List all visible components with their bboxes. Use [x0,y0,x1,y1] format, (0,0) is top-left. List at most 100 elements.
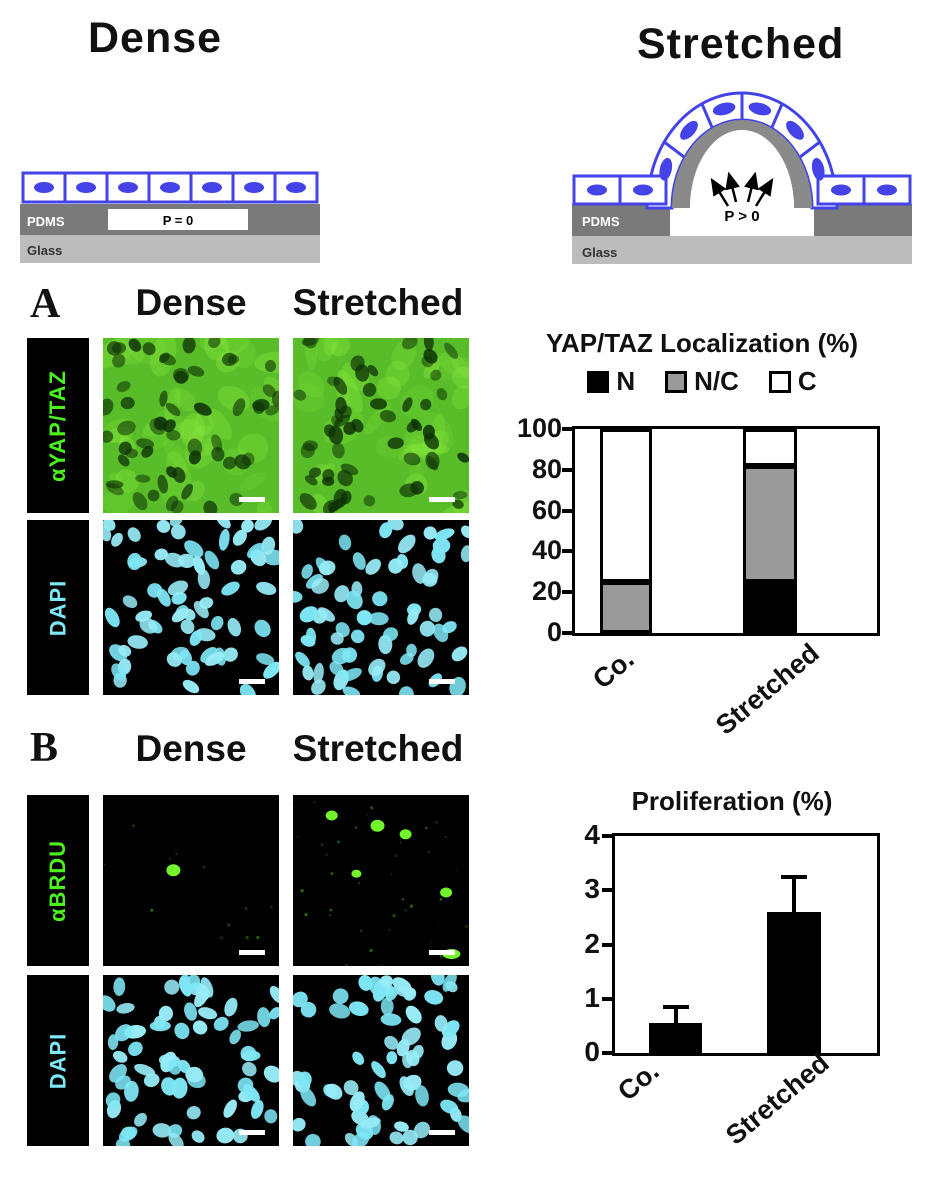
micrograph-dapi-b-dense [103,975,279,1146]
legend-swatch-C [768,370,791,393]
stacked-segment-C-Co. [600,429,652,582]
scale-bar [429,497,455,502]
micrograph-brdu-dense [103,795,279,966]
bar-Stretched [767,911,821,1053]
scale-bar [429,950,455,955]
row-label-bar-yaptaz: αYAP/TAZ [27,338,89,513]
panel-a-header-dense: Dense [135,282,247,323]
row-label-bar-brdu: αBRDU [27,795,89,966]
y-axis-label: 4 [584,819,600,850]
micrograph-dapi-a-stretched [293,520,469,695]
panel-a-letter: A [30,281,61,327]
micrograph-dapi-b-stretched [293,975,469,1146]
x-category-label-Co.: Co. [587,643,640,695]
y-axis-label: 80 [531,453,562,484]
y-axis-tick [562,590,572,595]
y-axis-tick [562,549,572,554]
scale-bar [239,1130,265,1135]
glass-label: Glass [582,245,617,260]
legend-item-C: C [768,366,817,397]
texture-svg [103,795,279,966]
row-label-dapi-b: DAPI [45,1032,70,1089]
y-axis-tick [562,631,572,635]
x-category-label-Stretched: Stretched [720,1047,835,1151]
y-axis-tick [602,834,612,838]
pressure-positive-label: P > 0 [724,208,759,225]
legend-swatch-N [587,370,610,393]
proliferation-chart-title: Proliferation (%) [631,786,833,816]
glass-label: Glass [27,243,62,258]
legend-swatch-N/C [665,370,688,393]
pressure-zero-label: P = 0 [163,213,193,228]
texture-svg [293,520,469,695]
texture-svg [103,975,279,1146]
y-axis-label: 40 [531,535,562,566]
legend-item-N: N [587,366,635,397]
scale-bar [429,679,455,684]
glass-layer [572,236,912,264]
flat-cell-nuclei [587,184,897,196]
error-cap-Stretched [781,874,807,879]
y-axis-label: 1 [584,981,600,1013]
texture-svg [103,520,279,695]
y-axis-label: 60 [531,494,562,525]
row-label-bar-dapi-a: DAPI [27,520,89,695]
legend-label-N: N [616,366,636,396]
y-axis-tick [602,996,612,1001]
texture-svg [293,338,469,513]
y-axis-tick [602,1051,612,1055]
y-axis-tick [562,467,572,472]
y-axis-label: 2 [584,927,600,959]
pressure-box [108,209,248,230]
y-axis-label: 0 [584,1036,600,1067]
x-category-label-Co.: Co. [612,1055,665,1107]
y-axis-label: 3 [584,873,600,905]
panel-a-header-stretched: Stretched [292,282,464,323]
micrograph-dapi-a-dense [103,520,279,695]
stacked-segment-N-Stretched [743,582,797,633]
arch-cell-dividers [663,93,821,159]
scale-bar [239,679,265,684]
pdms-label: PDMS [582,214,620,229]
texture-svg [293,795,469,966]
stretched-condition-title: Stretched [637,20,845,68]
row-label-dapi-a: DAPI [45,579,70,636]
error-bar-Co. [673,1006,678,1032]
error-cap-Co. [662,1004,689,1009]
x-category-label-Stretched: Stretched [710,637,825,741]
legend-label-C: C [797,366,817,396]
row-label-bar-dapi-b: DAPI [27,975,89,1146]
panel-b-header-dense: Dense [135,728,247,769]
cell-nuclei [34,182,306,193]
scale-bar [239,950,265,955]
cell-monolayer [21,171,319,204]
scale-bar [239,497,265,502]
legend-label-N/C: N/C [694,366,739,396]
micrograph-yaptaz-stretched [293,338,469,513]
stretched-membrane [672,120,812,208]
texture-svg [293,975,469,1146]
y-axis-label: 100 [516,413,562,443]
scale-bar [429,1130,455,1135]
yap-chart-title: YAP/TAZ Localization (%) [545,328,859,358]
y-axis-tick [562,427,572,431]
stretched-schematic: P > 0 PDMS Glass [572,91,912,264]
pdms-label: PDMS [27,214,65,229]
yap-plot-area [572,426,880,636]
dense-condition-title: Dense [88,14,223,62]
stacked-segment-C-Stretched [743,429,797,466]
pressure-cavity-base [670,204,814,236]
micrograph-yaptaz-dense [103,338,279,513]
error-bar-Stretched [792,876,796,920]
proliferation-plot-area [612,833,880,1056]
dense-schematic: PDMS P = 0 Glass [20,171,320,263]
glass-layer [20,235,320,263]
y-axis-tick [602,888,612,893]
row-label-yaptaz: αYAP/TAZ [45,369,71,482]
pressure-arrows [710,171,774,207]
row-label-brdu: αBRDU [45,839,71,922]
stacked-segment-N/C-Co. [600,582,652,633]
y-axis-tick [562,508,572,513]
arch-cell-nuclei [659,102,825,181]
